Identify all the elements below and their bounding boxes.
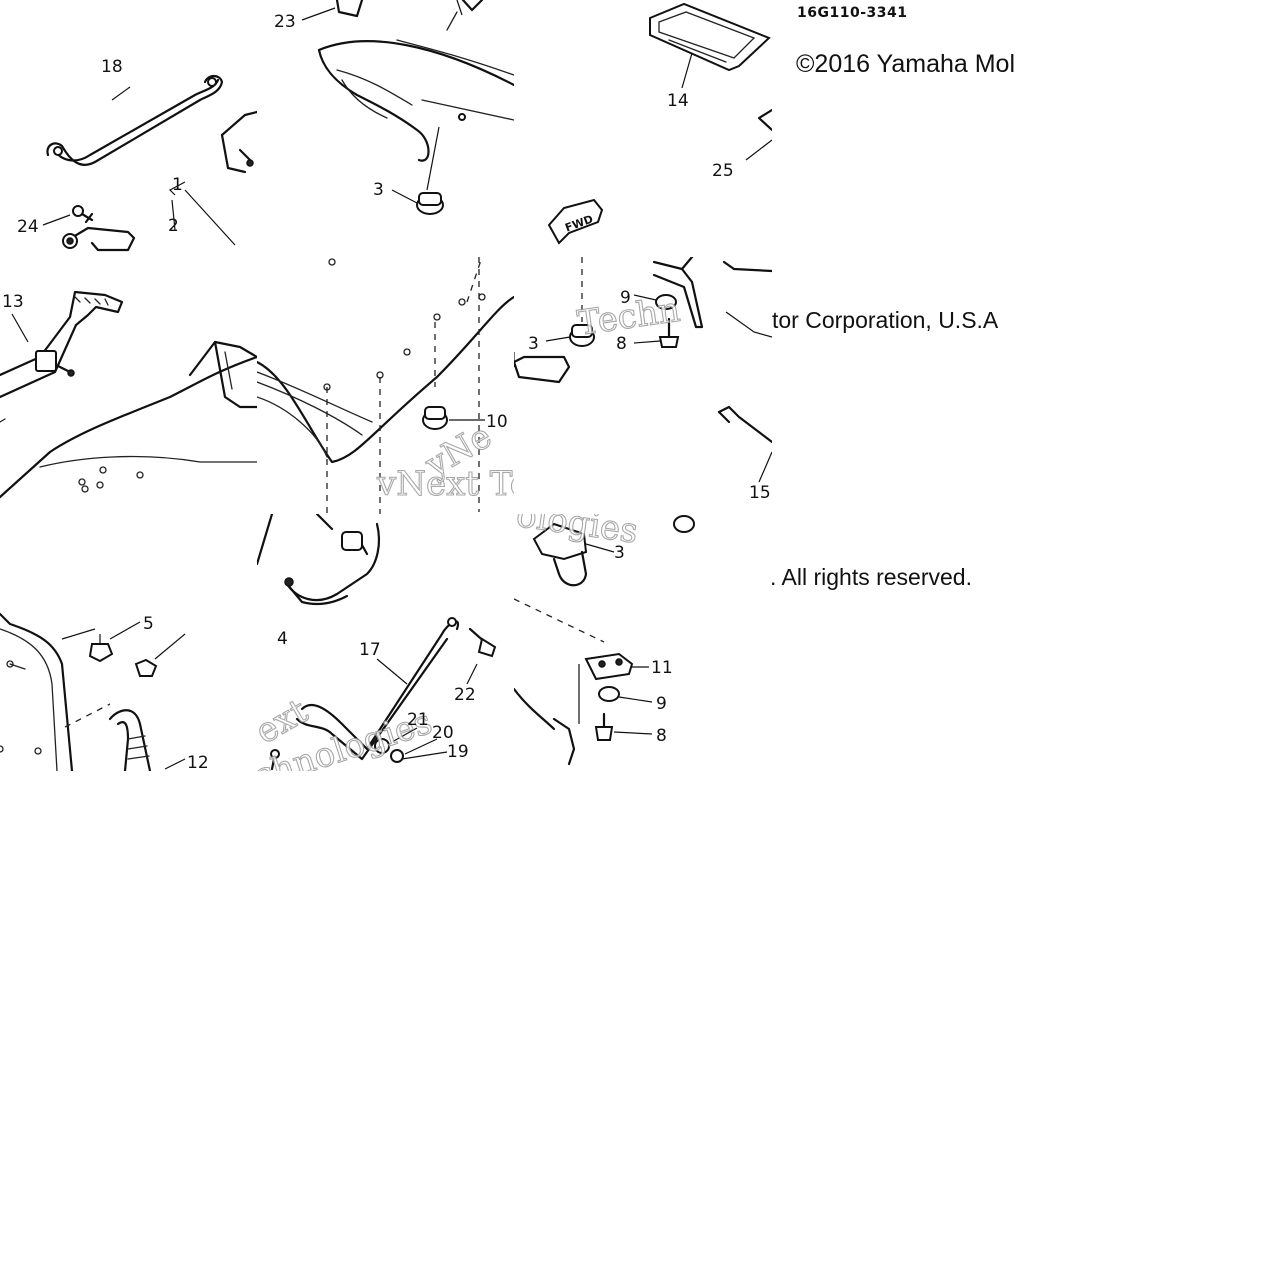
callout-labels: 18 1 2 24 [17, 57, 183, 237]
callout-labels: 23 3 [274, 12, 384, 200]
svg-text:20: 20 [432, 723, 454, 743]
nut-5 [88, 621, 186, 677]
diagram-tile-mid-right: Techn 9 8 3 15 [514, 257, 772, 514]
connector-15 [532, 515, 695, 587]
svg-text:8: 8 [616, 334, 627, 354]
diagram-tile-mid-left: 13 [0, 257, 257, 514]
stay-bracket-18 [46, 74, 224, 166]
watermark-fragments: vNext Tec yNe [375, 416, 514, 505]
stay-17 [295, 617, 460, 761]
svg-text:10: 10 [486, 412, 508, 432]
rear-fender [317, 0, 514, 162]
hardware-19-20-21 [270, 727, 448, 771]
callout-labels: 14 25 [667, 91, 734, 181]
part-code: 16G110-3341 [797, 5, 908, 21]
svg-text:25: 25 [712, 161, 734, 181]
svg-text:8: 8 [656, 726, 667, 746]
svg-text:22: 22 [454, 685, 476, 705]
rear-fender-underside [257, 257, 514, 514]
bolt-22 [466, 627, 497, 685]
svg-text:14: 14 [667, 91, 689, 111]
svg-text:9: 9 [656, 694, 667, 714]
grommet-3 [545, 257, 595, 347]
bolt-8 [633, 317, 680, 348]
svg-text:vNext Tec: vNext Tec [376, 464, 514, 504]
svg-text:19: 19 [447, 742, 469, 762]
svg-text:12: 12 [187, 753, 209, 771]
bracket-25 [745, 108, 772, 161]
svg-text:17: 17 [359, 640, 381, 660]
callout-labels: 13 [2, 292, 24, 312]
diagram-tile-top-left: 18 1 2 24 [0, 0, 257, 257]
grab-bar-13 [0, 290, 124, 399]
cable-10 [717, 405, 772, 483]
diagram-tile-bottom-right: ologies [514, 514, 772, 771]
copyright-text-line-3: . All rights reserved. [770, 564, 972, 590]
seat-body [0, 340, 257, 499]
diagram-tile-bottom-left: 5 12 [0, 514, 257, 771]
svg-text:3: 3 [614, 543, 625, 563]
svg-text:5: 5 [143, 614, 154, 634]
diagram-tile-top-right: FWD 14 25 [514, 0, 772, 257]
front-fender [0, 612, 111, 771]
bolt-8 [594, 712, 653, 741]
hose-12 [108, 709, 186, 771]
clip-23 [301, 0, 364, 21]
svg-text:23: 23 [274, 12, 296, 32]
svg-text:9: 9 [620, 288, 631, 308]
grommet-3 [391, 126, 444, 215]
svg-text:11: 11 [651, 658, 673, 678]
bolt-24 [72, 205, 94, 224]
diagram-tile-bottom-center: ext chnologies 4 17 22 21 20 19 [257, 514, 514, 771]
cable-10-lower [514, 598, 605, 766]
watermark-fragments: ext chnologies [257, 690, 437, 771]
diagram-tile-top-center: 23 3 [257, 0, 514, 257]
bracket-11 [578, 652, 649, 724]
copyright-text-line-2: tor Corporation, U.S.A [772, 307, 999, 333]
clamp-part [62, 226, 136, 252]
plate-14 [649, 2, 771, 89]
svg-text:4: 4 [277, 629, 288, 649]
bracket-part [220, 110, 257, 174]
svg-text:18: 18 [101, 57, 123, 77]
copyright-text-line-1: ©2016 Yamaha Mol [796, 50, 1016, 78]
fwd-arrow: FWD [547, 198, 604, 245]
washer-9 [633, 294, 677, 310]
svg-text:13: 13 [2, 292, 24, 312]
svg-text:2: 2 [168, 216, 179, 236]
svg-text:15: 15 [749, 483, 771, 503]
svg-text:21: 21 [407, 710, 429, 730]
svg-text:24: 24 [17, 217, 39, 237]
bracket-part [514, 257, 772, 384]
washer-9 [598, 686, 653, 703]
callout-labels: 10 [486, 412, 508, 432]
diagram-tile-center: vNext Tec yNe 10 [257, 257, 514, 514]
svg-text:1: 1 [172, 175, 183, 195]
callout-labels: 4 17 22 21 20 19 [277, 629, 476, 762]
svg-text:3: 3 [373, 180, 384, 200]
callout-labels: 9 8 3 15 [528, 288, 771, 503]
grommet-3 [422, 406, 485, 430]
callout-labels: 5 12 [143, 614, 209, 771]
grab-handle [257, 514, 381, 606]
callout-labels: 3 11 9 8 [614, 543, 673, 746]
svg-text:3: 3 [528, 334, 539, 354]
